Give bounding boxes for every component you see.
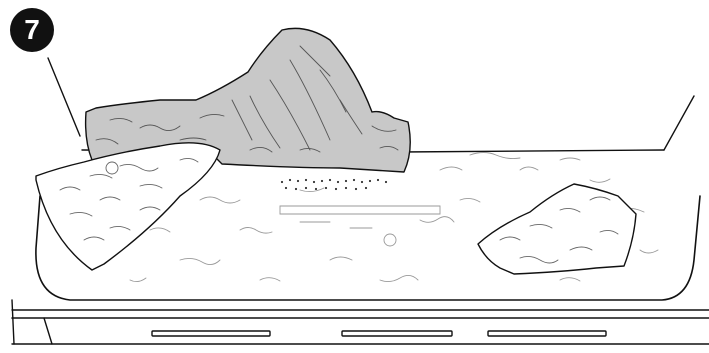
vent-slot bbox=[152, 331, 270, 336]
vent-slot bbox=[488, 331, 606, 336]
right-wall-line bbox=[664, 96, 694, 150]
vent-slot bbox=[342, 331, 452, 336]
front-left-stone bbox=[36, 143, 220, 270]
left-foot bbox=[44, 318, 52, 344]
left-wall-line bbox=[48, 58, 80, 136]
right-foot bbox=[12, 300, 14, 344]
perforation-dots bbox=[281, 179, 387, 190]
